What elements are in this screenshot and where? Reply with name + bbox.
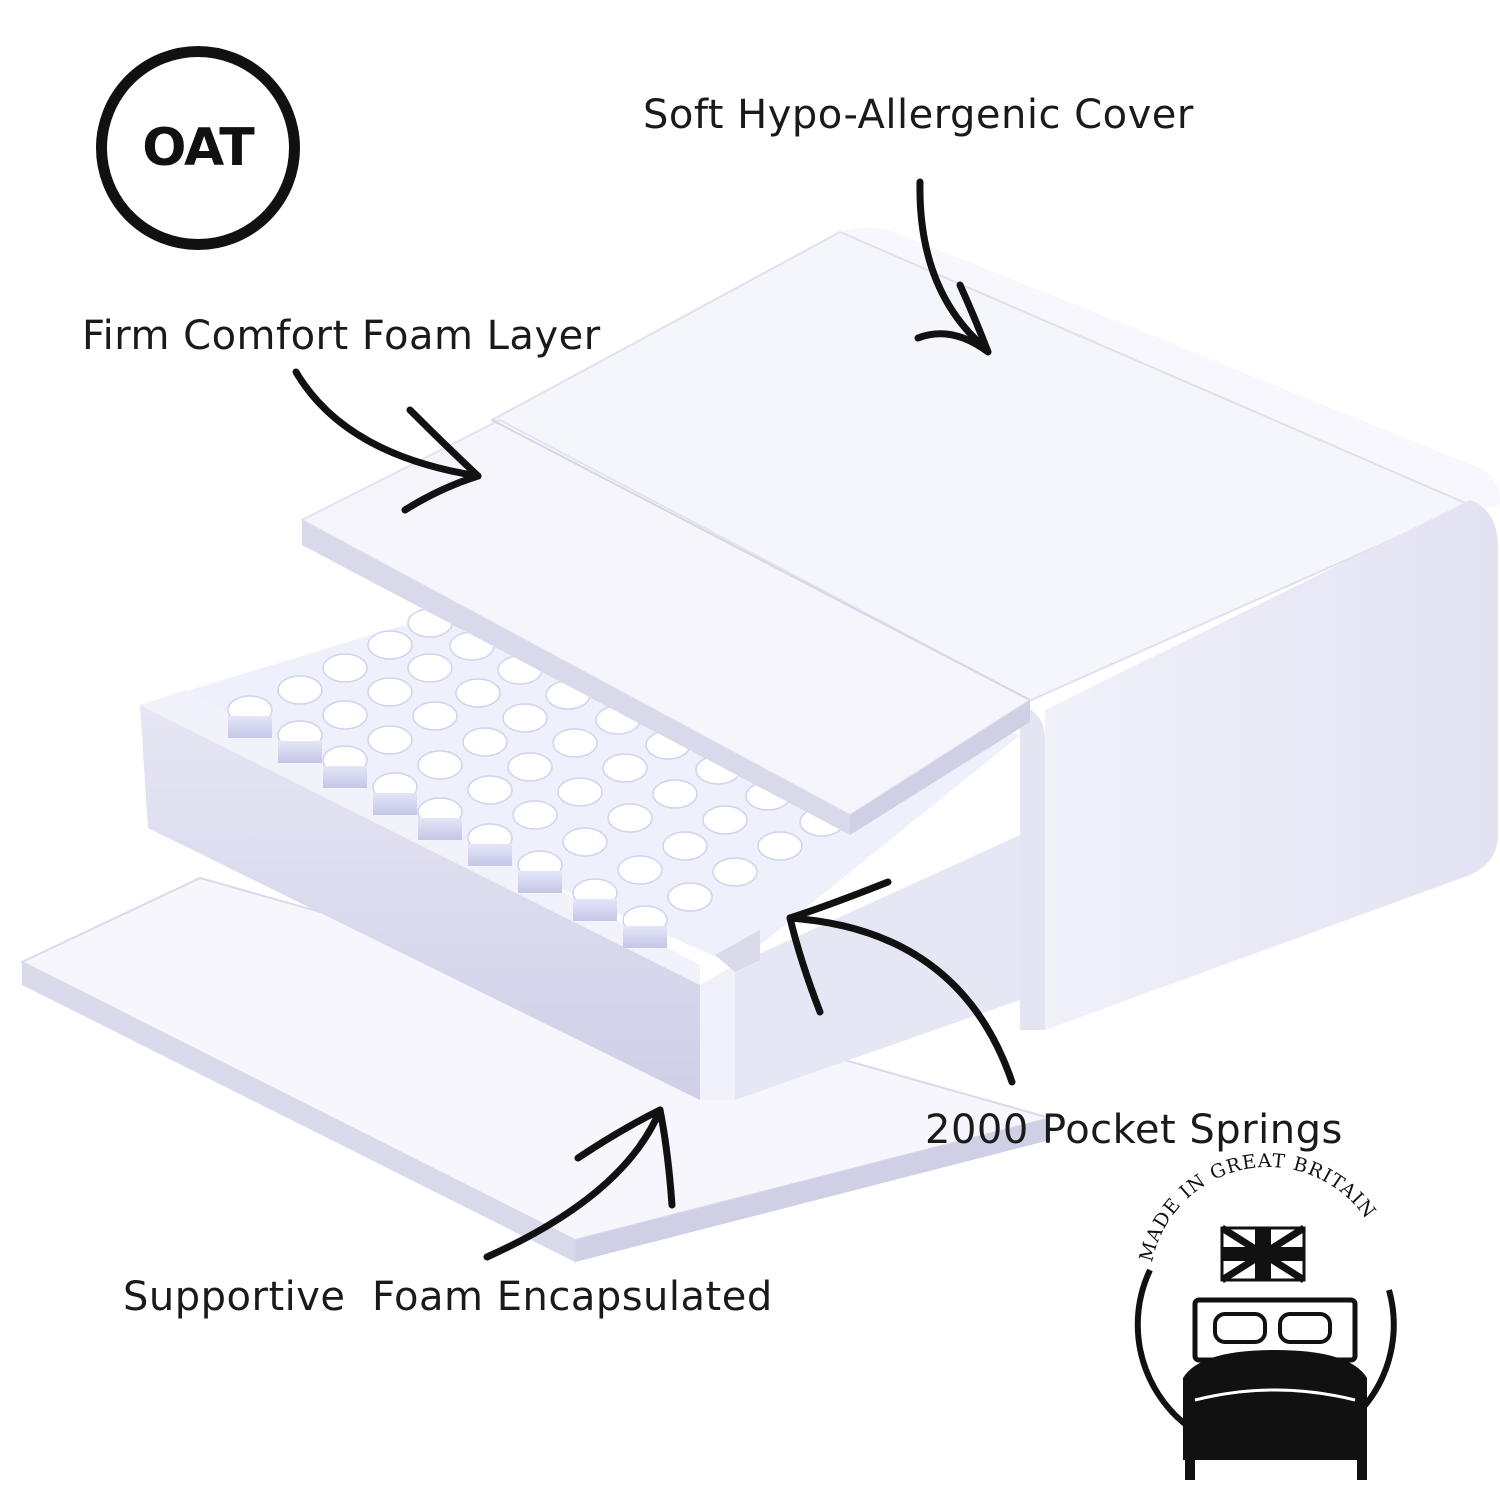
arrow-comfort xyxy=(292,368,482,480)
arrow-base-head xyxy=(574,1106,676,1209)
arrow-cover-head xyxy=(914,281,992,356)
arrow-springs-head xyxy=(786,878,892,1016)
label-base-foam: Supportive Foam Encapsulated xyxy=(123,1274,773,1320)
oat-logo: OAT xyxy=(96,46,300,250)
label-cover: Soft Hypo-Allergenic Cover xyxy=(643,92,1194,138)
arrows xyxy=(292,178,1016,1261)
comfort-foam-layer xyxy=(299,418,1032,835)
label-pocket-springs: 2000 Pocket Springs xyxy=(925,1107,1343,1153)
arrow-cover xyxy=(916,178,989,352)
base-foam-layer xyxy=(19,876,1054,1262)
arrow-base xyxy=(483,1106,664,1261)
union-jack-icon xyxy=(1220,1225,1306,1283)
label-comfort-foam: Firm Comfort Foam Layer xyxy=(82,313,601,359)
cover-sleeve xyxy=(489,227,1500,1030)
arrow-springs xyxy=(786,914,1016,1086)
bed-icon xyxy=(1183,1297,1367,1480)
made-in-great-britain-badge: MADE IN GREAT BRITAIN xyxy=(1134,1150,1397,1480)
arrow-comfort-head xyxy=(401,406,482,514)
logo-text: OAT xyxy=(142,118,254,178)
